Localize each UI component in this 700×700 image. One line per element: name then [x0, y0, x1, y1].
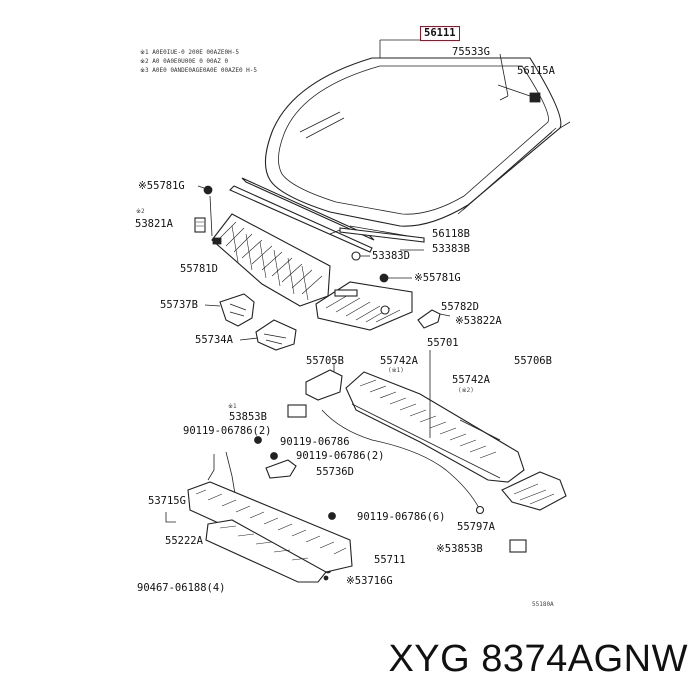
- callout-x1: ※1: [228, 403, 237, 410]
- callout-55711: 55711: [374, 554, 406, 566]
- seal-56118b: [329, 227, 425, 243]
- callout-53821a: 53821A: [135, 218, 173, 230]
- callout-55742a-2: 55742A: [452, 374, 490, 386]
- callout-55742a-1-note: (※1): [388, 367, 404, 374]
- bracket-55734a: [239, 319, 297, 351]
- pad-53853b-top: [287, 404, 307, 418]
- pad-53853b-bottom: [509, 539, 527, 553]
- callout-90119-06786: 90119-06786: [280, 436, 350, 448]
- figure-code: 55180A: [532, 601, 554, 608]
- callout-53383b: 53383B: [432, 243, 470, 255]
- callout-56111: 56111: [420, 26, 460, 41]
- callout-x2: ※2: [136, 208, 145, 215]
- callout-90119-06786-2a: 90119-06786(2): [183, 425, 272, 437]
- bracket-55736d: [265, 459, 297, 479]
- bracket-55782d: [417, 309, 451, 329]
- callout-53383d: 53383D: [372, 250, 410, 262]
- cowl-side-55706b: [501, 471, 567, 511]
- callout-55701: 55701: [427, 337, 459, 349]
- windshield-glass: [264, 57, 571, 227]
- note-3: ※3 A0E0 0ANDE0AGE0A0E 00AZE0 H-5: [140, 67, 258, 74]
- clip-53383: [351, 249, 424, 261]
- bracket-55737b: [204, 293, 255, 327]
- clip-53716g: [323, 575, 329, 581]
- callout-55742a-2-note: (※2): [458, 387, 474, 394]
- callout-55781d: 55781D: [180, 263, 218, 275]
- cowl-panel-center: [315, 281, 413, 331]
- clip-56115a: [497, 84, 541, 103]
- callout-75533g: 75533G: [452, 46, 490, 58]
- callout-55734a: 55734A: [195, 334, 233, 346]
- clip-55781g-top: [197, 185, 213, 237]
- windshield-lower-molding: [229, 177, 421, 253]
- part-number-caption: XYG 8374AGNW: [388, 638, 688, 680]
- clip-55797a: [475, 505, 485, 515]
- note-2: ※2 A0 0A0E0U00E 0 00AZ 0: [140, 58, 229, 65]
- clip-55781g-mid: [379, 273, 412, 283]
- callout-53822a: ※53822A: [455, 315, 502, 327]
- note-1: ※1 A0E0IUE-0 200E 00AZE0H-5: [140, 49, 239, 56]
- cowl-panel-55701: [345, 350, 525, 483]
- callout-55797a: 55797A: [457, 521, 495, 533]
- callout-55222a: 55222A: [165, 535, 203, 547]
- callout-53715g: 53715G: [148, 495, 186, 507]
- callout-56118b: 56118B: [432, 228, 470, 240]
- callout-55781g-top: ※55781G: [138, 180, 185, 192]
- callout-53716g: ※53716G: [346, 575, 393, 587]
- callout-53853b-bottom: ※53853B: [436, 543, 483, 555]
- callout-55737b: 55737B: [160, 299, 198, 311]
- callout-55742a-1: 55742A: [380, 355, 418, 367]
- callout-55705b: 55705B: [306, 355, 344, 367]
- callout-53853b-top: 53853B: [229, 411, 267, 423]
- callout-55781g-mid: ※55781G: [414, 272, 461, 284]
- cowl-grille-55781d: [211, 213, 331, 307]
- bracket-55705b: [305, 364, 343, 401]
- callout-55736d: 55736D: [316, 466, 354, 478]
- clip-53821a: [194, 217, 206, 233]
- clip-53715g: [165, 512, 176, 523]
- callout-90119-06786-6: 90119-06786(6): [357, 511, 446, 523]
- callout-56115a: 56115A: [517, 65, 555, 77]
- callout-55706b: 55706B: [514, 355, 552, 367]
- callout-55782d: 55782D: [441, 301, 479, 313]
- cowl-lower-55711: [187, 481, 353, 583]
- callout-90119-06786-2b: 90119-06786(2): [296, 450, 385, 462]
- washer-hose: [321, 409, 481, 511]
- callout-90467-06188: 90467-06188(4): [137, 582, 226, 594]
